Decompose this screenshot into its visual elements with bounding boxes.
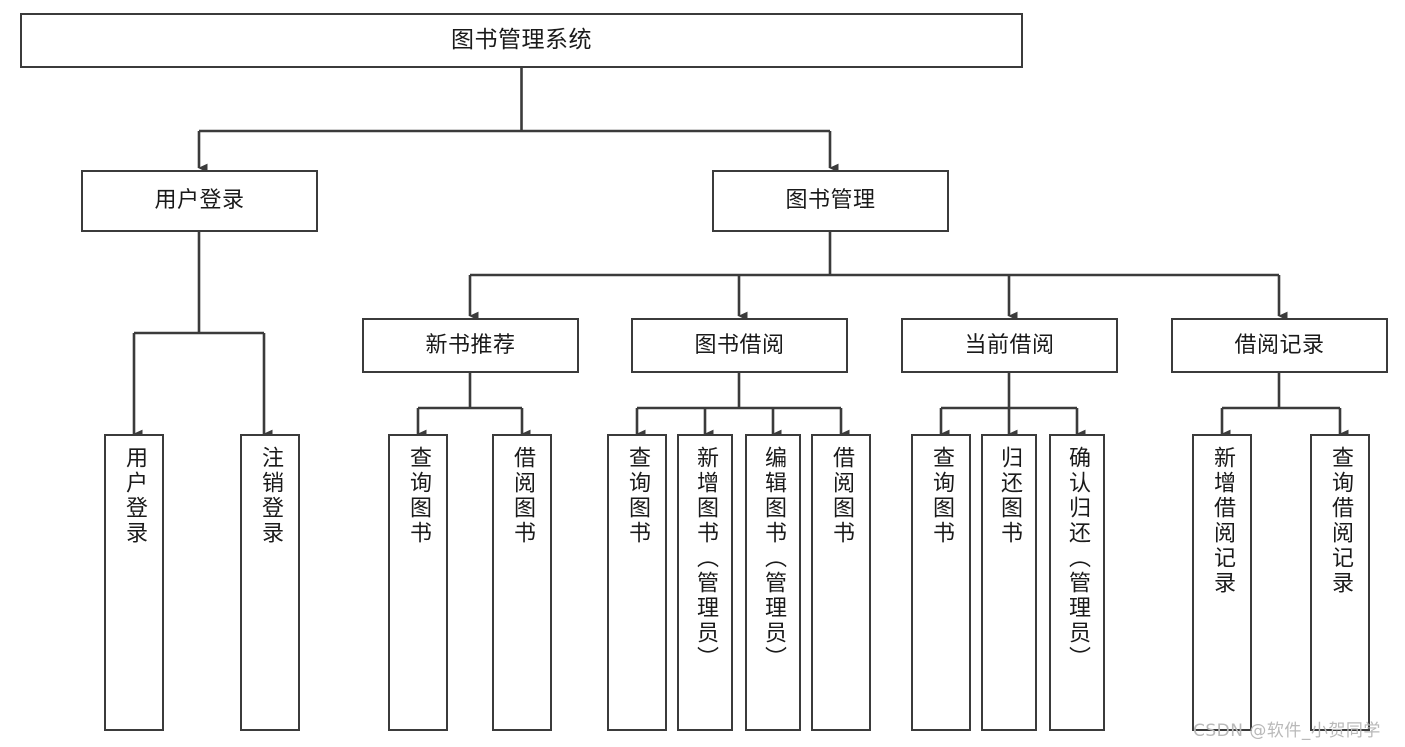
node-label: 归还图书 <box>997 446 1022 546</box>
leaf-current-return-book[interactable]: 归还图书 <box>981 434 1037 731</box>
node-label: 借阅图书 <box>510 446 535 546</box>
node-label: 确认归还（管理员） <box>1065 446 1090 671</box>
node-label: 新增图书（管理员） <box>693 446 718 671</box>
node-borrow-record[interactable]: 借阅记录 <box>1171 318 1388 373</box>
node-book-borrow[interactable]: 图书借阅 <box>631 318 848 373</box>
leaf-recommend-borrow-book[interactable]: 借阅图书 <box>492 434 552 731</box>
leaf-record-add-record[interactable]: 新增借阅记录 <box>1192 434 1252 731</box>
leaf-borrow-query-book[interactable]: 查询图书 <box>607 434 667 731</box>
leaf-record-query-record[interactable]: 查询借阅记录 <box>1310 434 1370 731</box>
node-label: 查询图书 <box>929 446 954 546</box>
node-current-borrow[interactable]: 当前借阅 <box>901 318 1118 373</box>
leaf-current-confirm-return[interactable]: 确认归还（管理员） <box>1049 434 1105 731</box>
node-new-book-recommend[interactable]: 新书推荐 <box>362 318 579 373</box>
node-label: 查询借阅记录 <box>1328 446 1353 596</box>
node-label: 用户登录 <box>154 188 245 214</box>
node-label: 借阅图书 <box>829 446 854 546</box>
node-label: 图书管理系统 <box>451 26 592 53</box>
node-label: 借阅记录 <box>1234 332 1325 358</box>
node-label: 编辑图书（管理员） <box>761 446 786 671</box>
node-label: 查询图书 <box>625 446 650 546</box>
csdn-watermark: CSDN @软件_小贺同学 <box>1193 721 1381 741</box>
leaf-user-login-signin[interactable]: 用户登录 <box>104 434 164 731</box>
node-label: 查询图书 <box>406 446 431 546</box>
node-label: 当前借阅 <box>964 332 1055 358</box>
node-label: 用户登录 <box>122 446 147 546</box>
node-book-management[interactable]: 图书管理 <box>712 170 949 232</box>
node-user-login[interactable]: 用户登录 <box>81 170 318 232</box>
node-root-system[interactable]: 图书管理系统 <box>20 13 1023 68</box>
node-label: 新书推荐 <box>425 332 516 358</box>
node-label: 新增借阅记录 <box>1210 446 1235 596</box>
leaf-borrow-edit-book[interactable]: 编辑图书（管理员） <box>745 434 801 731</box>
leaf-current-query-book[interactable]: 查询图书 <box>911 434 971 731</box>
leaf-user-login-signout[interactable]: 注销登录 <box>240 434 300 731</box>
leaf-recommend-query-book[interactable]: 查询图书 <box>388 434 448 731</box>
leaf-borrow-borrow-book[interactable]: 借阅图书 <box>811 434 871 731</box>
leaf-borrow-add-book[interactable]: 新增图书（管理员） <box>677 434 733 731</box>
node-label: 注销登录 <box>258 446 283 546</box>
node-label: 图书管理 <box>785 188 876 214</box>
node-label: 图书借阅 <box>694 332 785 358</box>
